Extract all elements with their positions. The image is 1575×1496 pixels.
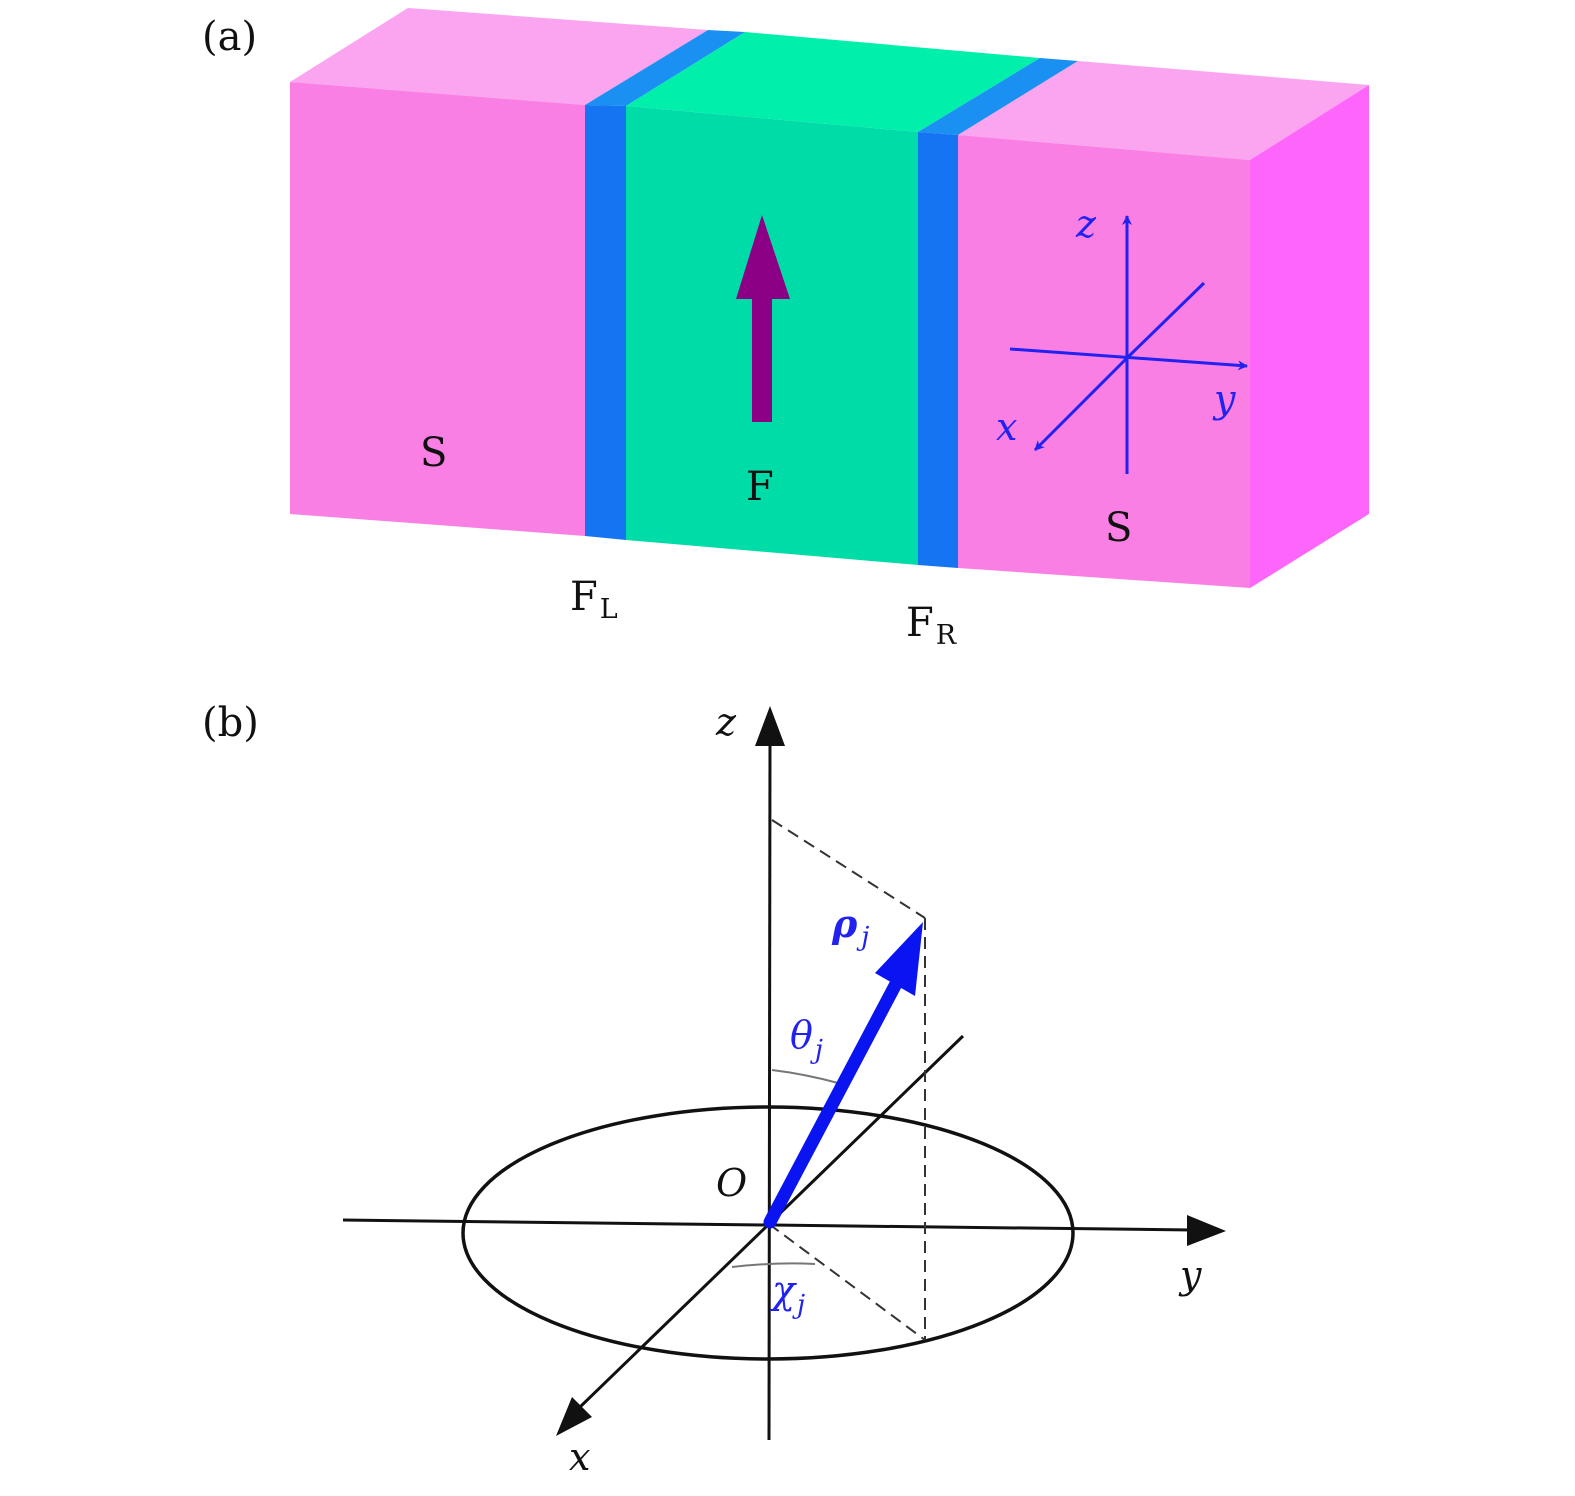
theta-arc bbox=[771, 1069, 839, 1084]
b-x-axis-back bbox=[767, 1034, 965, 1226]
panel-a-label: (a) bbox=[202, 14, 257, 60]
theta-label: θj bbox=[790, 1013, 823, 1065]
chi-arc bbox=[731, 1262, 816, 1268]
f-top-face bbox=[626, 32, 1040, 132]
b-x-axis-label: x bbox=[569, 1435, 590, 1479]
fl-front-face bbox=[585, 105, 626, 540]
right-s-side-face bbox=[1250, 85, 1369, 588]
b-z-axis-label: z bbox=[715, 700, 737, 744]
a-y-axis-label: y bbox=[1212, 377, 1236, 421]
rho-vector-shaft bbox=[763, 973, 905, 1229]
left-s-label: S bbox=[420, 430, 447, 476]
b-z-axis bbox=[767, 739, 772, 1441]
a-z-axis-label: z bbox=[1075, 202, 1097, 246]
b-x-arrowhead-icon bbox=[556, 1397, 592, 1436]
fr-front-face bbox=[918, 132, 958, 568]
a-x-axis-back bbox=[1125, 281, 1206, 360]
right-s-front-face bbox=[958, 135, 1250, 588]
b-y-arrowhead-icon bbox=[1187, 1215, 1226, 1246]
panel-a-axes bbox=[1009, 215, 1248, 474]
b-x-axis bbox=[578, 1222, 771, 1409]
left-s-front-face bbox=[290, 82, 585, 536]
rho-vector-arrowhead-icon bbox=[875, 922, 923, 996]
panel-b-label: (b) bbox=[202, 700, 259, 746]
fl-top-face bbox=[585, 30, 745, 106]
xy-projection-line bbox=[768, 1223, 926, 1341]
f-label: F bbox=[746, 464, 774, 510]
a-x-axis-label: x bbox=[996, 405, 1017, 449]
magnetization-arrow-icon bbox=[736, 215, 790, 422]
fl-label: FL bbox=[570, 574, 618, 625]
fr-top-face bbox=[918, 58, 1078, 135]
left-s-top-face bbox=[290, 8, 708, 105]
right-s-top-face bbox=[958, 61, 1369, 160]
b-y-axis-label: y bbox=[1178, 1253, 1202, 1297]
panel-a: (a) S F S FL FR z y x bbox=[202, 8, 1369, 651]
a-x-axis bbox=[1033, 356, 1129, 452]
b-z-arrowhead-icon bbox=[755, 706, 785, 746]
z-projection-line bbox=[771, 819, 926, 919]
projection-lines bbox=[768, 819, 926, 1341]
chi-label: χj bbox=[769, 1268, 805, 1320]
right-s-label: S bbox=[1105, 505, 1132, 551]
origin-label: O bbox=[716, 1161, 747, 1205]
fr-label: FR bbox=[906, 600, 957, 651]
